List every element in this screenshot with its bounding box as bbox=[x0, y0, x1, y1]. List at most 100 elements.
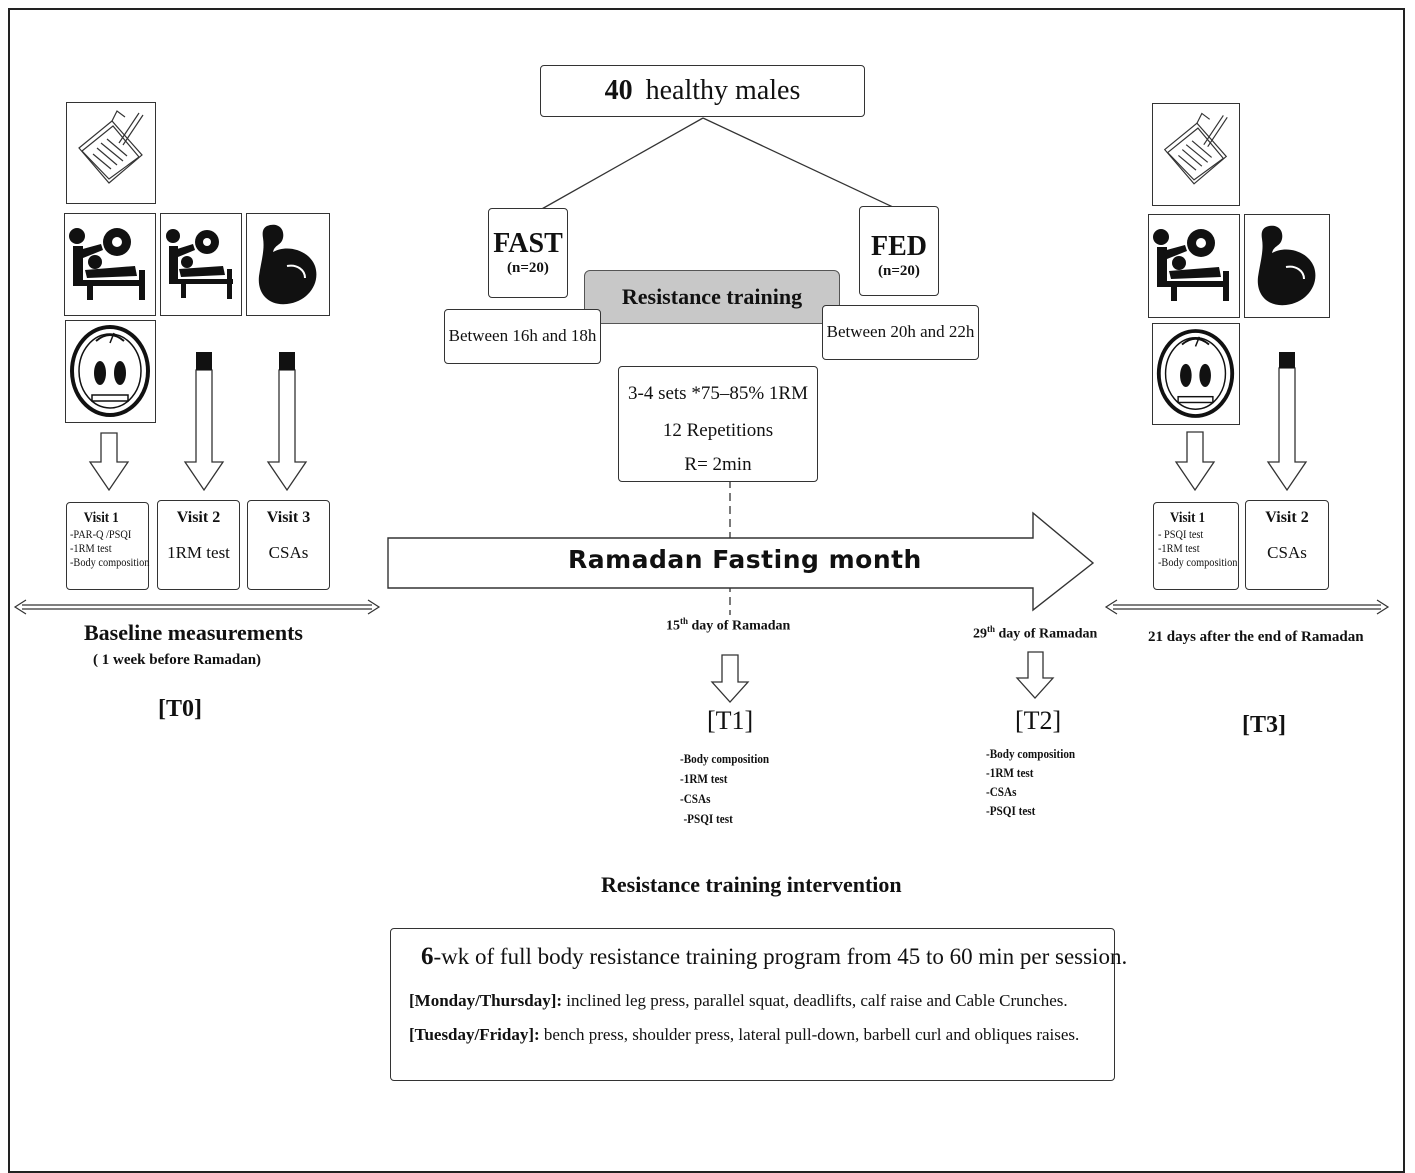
post-visit1-box: Visit 1 - PSQI test -1RM test -Body comp… bbox=[1153, 502, 1239, 590]
bench-press-icon bbox=[64, 213, 156, 316]
day29-num: 29 bbox=[973, 626, 987, 642]
day29-label: 29th day of Ramadan bbox=[973, 624, 1097, 643]
questionnaire-icon bbox=[1152, 103, 1240, 206]
t2-tag: [T2] bbox=[1015, 706, 1062, 735]
intervention-line3-text: bench press, shoulder press, lateral pul… bbox=[539, 1025, 1080, 1044]
t1-list: -Body composition -1RM test -CSAs -PSQI … bbox=[680, 749, 769, 829]
down-arrow-post2 bbox=[1266, 367, 1308, 492]
scale-icon bbox=[65, 320, 156, 423]
post-double-arrow bbox=[1104, 599, 1390, 615]
down-arrow-visit3 bbox=[266, 369, 308, 492]
ramadan-arrow bbox=[387, 511, 1095, 612]
protocol-sets: 3-4 sets *75–85% 1RM bbox=[628, 383, 808, 404]
protocol-box: 3-4 sets *75–85% 1RM 12 Repetitions R= 2… bbox=[618, 366, 818, 482]
fast-time: Between 16h and 18h bbox=[448, 326, 597, 345]
intervention-line1: 6-wk of full body resistance training pr… bbox=[421, 943, 1127, 971]
t2-item: -CSAs bbox=[986, 784, 1017, 799]
down-arrow-t2 bbox=[1015, 651, 1055, 699]
bench-press-icon bbox=[160, 213, 242, 316]
day15-rest: day of Ramadan bbox=[688, 618, 791, 634]
day15-label: 15th day of Ramadan bbox=[666, 616, 790, 635]
visit-item: - PSQI test bbox=[1158, 527, 1204, 541]
tube-cap-visit3 bbox=[279, 352, 295, 370]
fed-time-box: Between 20h and 22h bbox=[822, 305, 979, 360]
visit-item: 1RM test bbox=[167, 543, 230, 562]
participants-count: 40 bbox=[604, 75, 633, 106]
day15-num: 15 bbox=[666, 618, 680, 634]
post-label: 21 days after the end of Ramadan bbox=[1148, 629, 1364, 645]
day29-rest: day of Ramadan bbox=[995, 626, 1098, 642]
baseline-label: Baseline measurements bbox=[84, 620, 303, 645]
day15-sup: th bbox=[680, 616, 689, 626]
visit-title: Visit 2 bbox=[1265, 509, 1309, 526]
intervention-day-label: [Tuesday/Friday]: bbox=[409, 1025, 540, 1044]
fed-group-box: FED (n=20) bbox=[859, 206, 939, 296]
intervention-line1-text: -wk of full body resistance training pro… bbox=[433, 944, 1128, 969]
resistance-training-label: Resistance training bbox=[621, 284, 803, 309]
fast-n: (n=20) bbox=[507, 260, 549, 276]
intervention-box: 6-wk of full body resistance training pr… bbox=[390, 928, 1127, 1081]
t1-item: -PSQI test bbox=[683, 811, 733, 826]
t1-item: -1RM test bbox=[680, 771, 728, 786]
baseline-visit2-box: Visit 2 1RM test bbox=[157, 500, 240, 590]
t2-item: -PSQI test bbox=[986, 803, 1036, 818]
down-arrow-t1 bbox=[710, 654, 750, 703]
visit-title: Visit 1 bbox=[1170, 510, 1206, 526]
visit-title: Visit 3 bbox=[266, 509, 311, 526]
t2-list: -Body composition -1RM test -CSAs -PSQI … bbox=[986, 744, 1075, 820]
day29-sup: th bbox=[987, 624, 996, 634]
baseline-visit1-box: Visit 1 -PAR-Q /PSQI -1RM test -Body com… bbox=[66, 502, 149, 590]
visit-item: -PAR-Q /PSQI bbox=[70, 527, 132, 541]
participants-label: healthy males bbox=[645, 75, 801, 106]
t1-item: -CSAs bbox=[680, 791, 711, 806]
scale-icon bbox=[1152, 323, 1240, 425]
t2-item: -1RM test bbox=[986, 765, 1034, 780]
intervention-day-label: [Monday/Thursday]: bbox=[409, 991, 563, 1010]
tube-cap-visit2 bbox=[196, 352, 212, 370]
flexed-biceps-icon bbox=[1244, 214, 1330, 318]
t3-tag: [T3] bbox=[1242, 712, 1286, 738]
t1-item: -Body composition bbox=[680, 751, 770, 766]
ramadan-label: Ramadan Fasting month bbox=[568, 545, 922, 574]
visit-item: -1RM test bbox=[1158, 541, 1200, 555]
fed-label: FED bbox=[871, 231, 927, 262]
bench-press-icon bbox=[1148, 214, 1240, 318]
tube-cap-post2 bbox=[1279, 352, 1295, 368]
down-arrow-visit1 bbox=[88, 432, 130, 492]
flexed-biceps-icon bbox=[246, 213, 330, 316]
fast-label: FAST bbox=[493, 228, 563, 259]
baseline-sublabel: ( 1 week before Ramadan) bbox=[93, 652, 262, 668]
protocol-rest: R= 2min bbox=[684, 454, 752, 475]
intervention-line2: [Monday/Thursday]: inclined leg press, p… bbox=[409, 991, 1068, 1011]
t2-item: -Body composition bbox=[986, 746, 1076, 761]
fast-time-box: Between 16h and 18h bbox=[444, 309, 601, 364]
branch-line-fed bbox=[702, 117, 896, 209]
baseline-visit3-box: Visit 3 CSAs bbox=[247, 500, 330, 590]
t0-tag: [T0] bbox=[158, 696, 202, 722]
t1-tag: [T1] bbox=[707, 706, 754, 735]
visit-item: CSAs bbox=[1267, 543, 1307, 562]
visit-item: CSAs bbox=[268, 543, 309, 562]
branch-line-fast bbox=[539, 117, 704, 211]
visit-item: -Body composition bbox=[1158, 555, 1238, 569]
resistance-training-box: Resistance training bbox=[584, 270, 840, 324]
protocol-reps: 12 Repetitions bbox=[662, 420, 774, 441]
down-arrow-post1 bbox=[1174, 431, 1216, 492]
visit-item: -1RM test bbox=[70, 541, 112, 555]
fed-time: Between 20h and 22h bbox=[826, 322, 975, 341]
intervention-heading: Resistance training intervention bbox=[601, 872, 902, 897]
fast-group-box: FAST (n=20) bbox=[488, 208, 568, 298]
fed-n: (n=20) bbox=[878, 263, 920, 279]
down-arrow-visit2 bbox=[183, 369, 225, 492]
intervention-line3: [Tuesday/Friday]: bench press, shoulder … bbox=[409, 1025, 1079, 1045]
intervention-weeks: 6 bbox=[421, 943, 434, 970]
visit-title: Visit 2 bbox=[176, 509, 221, 526]
post-visit2-box: Visit 2 CSAs bbox=[1245, 500, 1329, 590]
visit-item: -Body composition bbox=[70, 555, 150, 569]
intervention-line2-text: inclined leg press, parallel squat, dead… bbox=[562, 991, 1068, 1010]
participants-box: 40 healthy males bbox=[540, 65, 865, 117]
visit-title: Visit 1 bbox=[83, 510, 119, 526]
baseline-double-arrow bbox=[13, 599, 381, 615]
questionnaire-icon bbox=[66, 102, 156, 204]
